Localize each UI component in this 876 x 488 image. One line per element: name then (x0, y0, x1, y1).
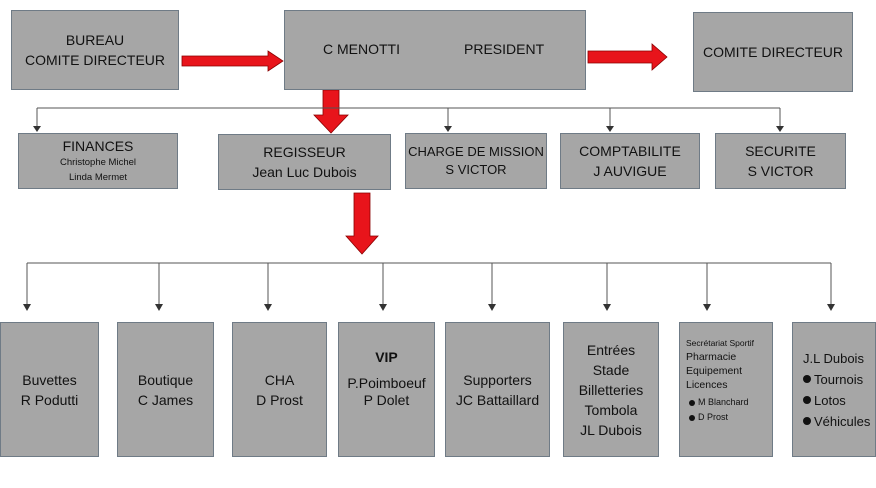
securite-title: SECURITE (745, 143, 816, 159)
vip-title: VIP (375, 349, 398, 365)
entrees-box: Entrées Stade Billetteries Tombola JL Du… (563, 322, 659, 457)
comite-label: COMITE DIRECTEUR (703, 44, 843, 60)
regisseur-box: REGISSEUR Jean Luc Dubois (218, 134, 391, 190)
securite-name: S VICTOR (747, 163, 814, 179)
finances-title: FINANCES (62, 138, 134, 154)
comptabilite-title: COMPTABILITE (579, 143, 681, 159)
boutique-box: Boutique C James (117, 322, 214, 457)
arrow-regisseur-to-services (345, 192, 379, 255)
bureau-line-1: BUREAU (65, 32, 125, 48)
bureau-box: BUREAU COMITE DIRECTEUR (11, 10, 179, 90)
vip-line-1: P.Poimboeuf (347, 375, 426, 391)
finances-member-1: Christophe Michel (59, 157, 137, 168)
regisseur-title: REGISSEUR (263, 144, 346, 160)
buvettes-name: R Podutti (20, 391, 79, 408)
mission-box: CHARGE DE MISSION S VICTOR (405, 133, 547, 189)
boutique-title: Boutique (137, 371, 194, 388)
president-box: C MENOTTI PRESIDENT (284, 10, 586, 90)
arrow-president-to-comite (587, 43, 668, 71)
secretariat-bullet-2: D Prost (689, 410, 728, 425)
regisseur-name: Jean Luc Dubois (252, 164, 357, 180)
secretariat-line-2: Equipement (686, 365, 743, 377)
bullet-dot-icon (689, 414, 695, 421)
comite-box: COMITE DIRECTEUR (693, 12, 853, 92)
supporters-title: Supporters (463, 371, 532, 388)
boutique-name: C James (137, 391, 194, 408)
entrees-line-2: Stade (592, 361, 630, 378)
cha-title: CHA (264, 371, 295, 388)
comptabilite-box: COMPTABILITE J AUVIGUE (560, 133, 700, 189)
secretariat-bullet-1-text: M Blanchard (698, 397, 749, 407)
jldubois-bullet-2-text: Lotos (814, 392, 846, 408)
entrees-line-4: Tombola (584, 401, 638, 418)
cha-name: D Prost (256, 391, 303, 408)
jldubois-bullet-2: Lotos (803, 390, 846, 411)
jldubois-box: J.L Dubois Tournois Lotos Véhicules (792, 322, 876, 457)
president-title: PRESIDENT (464, 41, 545, 57)
secretariat-box: Secrétariat Sportif Pharmacie Equipement… (679, 322, 773, 457)
bureau-line-2: COMITE DIRECTEUR (25, 52, 165, 68)
vip-box: VIP P.Poimboeuf P Dolet (338, 322, 435, 457)
jldubois-bullet-3: Véhicules (803, 411, 870, 432)
secretariat-bullet-2-text: D Prost (698, 412, 729, 422)
arrow-bureau-to-president (181, 50, 284, 72)
entrees-line-1: Entrées (586, 341, 636, 358)
cha-box: CHA D Prost (232, 322, 327, 457)
president-name: C MENOTTI (323, 41, 400, 57)
secretariat-bullet-1: M Blanchard (689, 395, 749, 410)
row2-connector (36, 107, 781, 127)
jldubois-bullet-3-text: Véhicules (814, 413, 871, 429)
jldubois-bullet-1: Tournois (803, 369, 863, 390)
bullet-dot-icon (803, 417, 811, 425)
bullet-dot-icon (689, 399, 695, 406)
bullet-dot-icon (803, 375, 811, 383)
supporters-name: JC Battaillard (455, 391, 540, 408)
secretariat-line-1: Pharmacie (686, 351, 737, 363)
mission-name: S VICTOR (445, 162, 507, 177)
comptabilite-name: J AUVIGUE (593, 163, 667, 179)
buvettes-box: Buvettes R Podutti (0, 322, 99, 457)
entrees-line-5: JL Dubois (580, 421, 642, 438)
vip-line-2: P Dolet (363, 392, 410, 408)
buvettes-title: Buvettes (22, 371, 77, 388)
securite-box: SECURITE S VICTOR (715, 133, 846, 189)
arrow-president-to-regisseur (313, 89, 349, 134)
bullet-dot-icon (803, 396, 811, 404)
finances-member-2: Linda Mermet (68, 172, 128, 183)
finances-box: FINANCES Christophe Michel Linda Mermet (18, 133, 178, 189)
secretariat-title: Secrétariat Sportif (686, 338, 755, 348)
mission-title: CHARGE DE MISSION (408, 144, 544, 159)
jldubois-title: J.L Dubois (803, 350, 864, 366)
row3-connector (26, 262, 832, 305)
jldubois-bullet-1-text: Tournois (814, 371, 864, 387)
entrees-line-3: Billetteries (578, 381, 644, 398)
supporters-box: Supporters JC Battaillard (445, 322, 550, 457)
secretariat-line-3: Licences (686, 379, 728, 391)
